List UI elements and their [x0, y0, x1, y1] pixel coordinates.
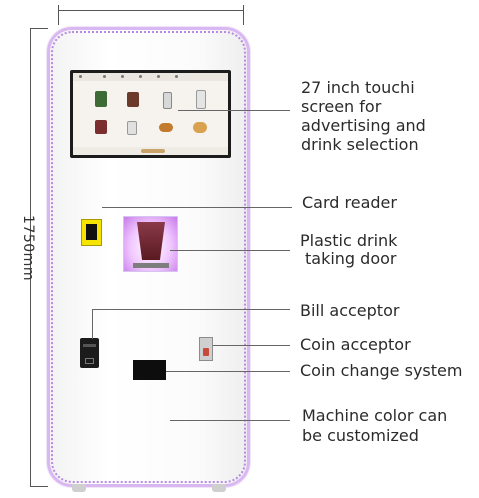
coin-change-system	[133, 360, 166, 380]
leader-line-color	[170, 420, 290, 421]
machine-foot-left	[72, 484, 86, 492]
leader-line-card-reader	[102, 207, 292, 208]
product-icon	[95, 91, 107, 107]
height-dimension-tick-bottom	[30, 486, 48, 487]
label-door-line1: Plastic drink	[300, 231, 398, 250]
width-dimension-tick-right	[243, 5, 244, 25]
label-color-line1: Machine color can	[302, 406, 448, 425]
leader-line-bill-drop	[92, 309, 93, 339]
product-icon	[127, 92, 139, 107]
cup-icon	[137, 222, 165, 260]
bill-slot	[83, 344, 96, 347]
product-icon	[163, 92, 172, 109]
screen-top-bar	[73, 73, 228, 81]
width-dimension-line	[58, 10, 244, 11]
height-dimension-tick-top	[30, 28, 48, 29]
machine-foot-right	[212, 484, 226, 492]
coin-acceptor[interactable]	[199, 337, 213, 361]
label-screen-line3: advertising and	[301, 116, 426, 135]
bill-acceptor[interactable]	[80, 338, 99, 368]
width-dimension-tick-left	[58, 5, 59, 25]
label-screen-line4: drink selection	[301, 135, 419, 154]
drink-taking-door[interactable]	[123, 216, 178, 272]
coin-return	[203, 348, 209, 356]
product-icon	[127, 121, 137, 135]
label-card-reader: Card reader	[302, 193, 397, 212]
bill-window	[85, 358, 94, 364]
product-icon	[95, 120, 107, 134]
screen-bottom-bar	[73, 147, 228, 155]
label-screen-line2: screen for	[301, 97, 382, 116]
label-bill-acceptor: Bill acceptor	[300, 301, 400, 320]
card-slot	[86, 224, 97, 240]
leader-line-bill	[92, 309, 290, 310]
label-coin-change: Coin change system	[300, 361, 463, 380]
height-dimension-label: 1750mm	[20, 215, 36, 281]
leader-line-screen	[178, 110, 290, 111]
label-color-line2: be customized	[302, 426, 419, 445]
cup-holder	[133, 263, 169, 268]
label-coin-acceptor: Coin acceptor	[300, 335, 411, 354]
touch-screen	[70, 70, 231, 158]
product-icon	[193, 122, 207, 133]
product-icon	[196, 90, 206, 109]
card-reader[interactable]	[81, 219, 102, 246]
label-screen-line1: 27 inch touchi	[301, 78, 415, 97]
leader-line-door	[170, 250, 290, 251]
screen-display	[73, 73, 228, 155]
product-icon	[159, 123, 173, 132]
label-door-line2: taking door	[305, 249, 397, 268]
height-dimension-line	[30, 28, 31, 486]
leader-line-coin	[213, 345, 290, 346]
leader-line-change	[166, 371, 290, 372]
